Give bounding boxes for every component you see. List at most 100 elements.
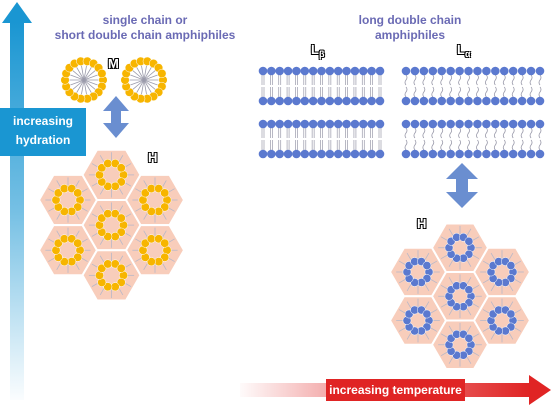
head-group bbox=[410, 149, 420, 159]
head-group bbox=[333, 149, 343, 159]
head-group bbox=[97, 163, 107, 173]
head-group bbox=[325, 66, 335, 76]
head-group bbox=[325, 119, 335, 129]
hexagonal-phase-right bbox=[388, 222, 532, 370]
head-group bbox=[317, 96, 326, 106]
head-group bbox=[140, 188, 150, 198]
lipid-tail bbox=[431, 139, 435, 151]
lipid-tail bbox=[502, 127, 506, 139]
head-group bbox=[275, 66, 285, 76]
double-arrow-right bbox=[446, 163, 478, 208]
head-group bbox=[437, 66, 447, 76]
head-group bbox=[110, 282, 120, 292]
lipid-tail bbox=[130, 68, 145, 81]
hydration-label-line1: increasing bbox=[12, 114, 74, 128]
head-group bbox=[283, 119, 293, 129]
lipid-tail bbox=[431, 127, 435, 139]
head-group bbox=[53, 238, 63, 248]
head-group bbox=[275, 96, 285, 106]
lamellar-bilayers bbox=[258, 66, 545, 159]
lipid-tail bbox=[70, 79, 85, 92]
lipid-tail bbox=[538, 139, 542, 151]
lipid-tail bbox=[520, 127, 524, 139]
lipid-tail bbox=[413, 127, 417, 139]
lipid-tail bbox=[467, 139, 470, 151]
head-group bbox=[526, 119, 536, 129]
head-group bbox=[160, 252, 170, 262]
lipid-tail bbox=[485, 127, 488, 139]
head-group bbox=[367, 66, 376, 76]
lipid-tail bbox=[520, 74, 524, 86]
lipid-tail bbox=[83, 63, 88, 81]
head-group bbox=[292, 119, 301, 129]
lipid-tail bbox=[83, 79, 98, 92]
head-group bbox=[455, 119, 464, 129]
head-group bbox=[455, 96, 464, 106]
head-group bbox=[526, 66, 536, 76]
lipid-tail bbox=[511, 139, 515, 151]
head-group bbox=[367, 149, 376, 159]
lipid-tail bbox=[502, 86, 506, 98]
lipid-tail bbox=[476, 127, 479, 139]
head-group bbox=[350, 66, 360, 76]
head-group bbox=[446, 149, 455, 159]
hydration-label-box bbox=[0, 108, 86, 156]
head-group bbox=[401, 149, 411, 159]
head-group bbox=[160, 238, 170, 248]
head-group bbox=[517, 119, 527, 129]
head-group bbox=[506, 309, 516, 319]
head-group bbox=[401, 119, 411, 129]
lipid-tail bbox=[143, 63, 148, 81]
lipid-tail bbox=[70, 68, 85, 81]
head-group bbox=[154, 184, 164, 194]
head-group bbox=[146, 184, 156, 194]
head-group bbox=[350, 119, 360, 129]
head-group bbox=[292, 149, 301, 159]
head-group bbox=[300, 119, 310, 129]
head-group bbox=[401, 66, 411, 76]
head-group bbox=[446, 96, 455, 106]
head-group bbox=[103, 282, 113, 292]
lipid-tail bbox=[422, 127, 426, 139]
head-group bbox=[419, 96, 429, 106]
inverted-micelle bbox=[88, 152, 135, 198]
lipid-tail bbox=[485, 74, 488, 86]
lipid-tail bbox=[413, 86, 417, 98]
head-group bbox=[375, 149, 385, 159]
head-group bbox=[464, 96, 473, 106]
head-group bbox=[482, 96, 491, 106]
head-group bbox=[428, 66, 438, 76]
head-group bbox=[300, 66, 310, 76]
head-group bbox=[508, 66, 518, 76]
head-group bbox=[473, 119, 482, 129]
head-group bbox=[491, 66, 500, 76]
head-group bbox=[53, 188, 63, 198]
head-group bbox=[410, 119, 420, 129]
head-group bbox=[283, 66, 293, 76]
head-group bbox=[358, 149, 368, 159]
head-group bbox=[116, 177, 126, 187]
left-caption: single chain or short double chain amphi… bbox=[40, 13, 250, 43]
head-group bbox=[258, 66, 268, 76]
lipid-tail bbox=[404, 86, 408, 98]
head-group bbox=[160, 188, 170, 198]
micelles bbox=[60, 56, 168, 104]
lalpha-phase-label: Lα bbox=[457, 42, 471, 59]
lipid-tail bbox=[520, 86, 524, 98]
head-group bbox=[116, 263, 126, 273]
head-group bbox=[283, 96, 293, 106]
head-group bbox=[526, 96, 536, 106]
inverted-micelle bbox=[132, 227, 178, 273]
lipid-tail bbox=[140, 79, 145, 97]
lipid-tail bbox=[431, 74, 435, 86]
head-group bbox=[342, 96, 351, 106]
head-group bbox=[342, 149, 351, 159]
head-group bbox=[437, 119, 447, 129]
lipid-tail bbox=[493, 74, 497, 86]
bilayer bbox=[258, 119, 385, 159]
inverted-micelle bbox=[45, 177, 91, 223]
head-group bbox=[437, 149, 447, 159]
right-caption-line2: amphiphiles bbox=[374, 28, 445, 42]
head-group bbox=[103, 209, 113, 219]
lipid-tail bbox=[458, 74, 461, 86]
